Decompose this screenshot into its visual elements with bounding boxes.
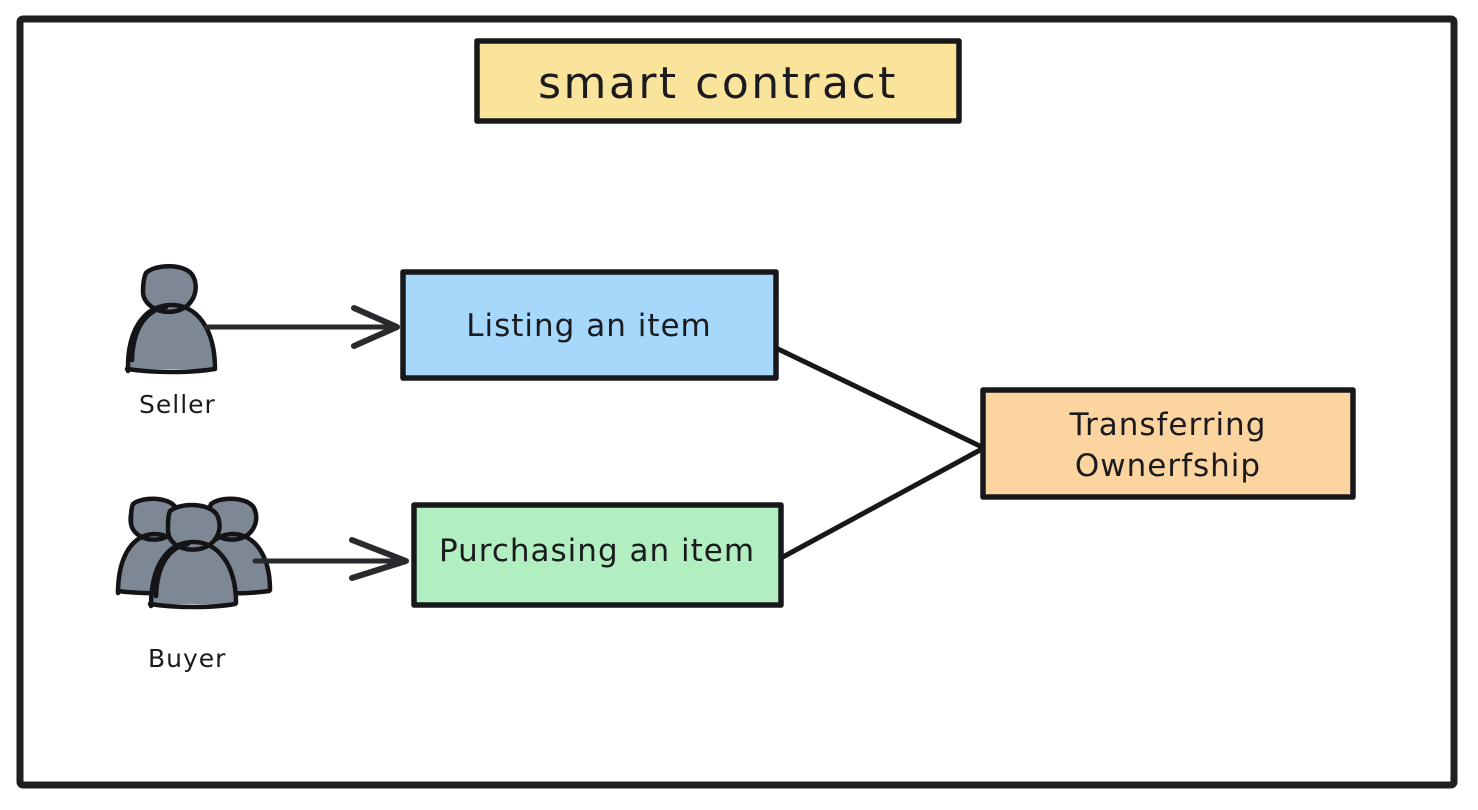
node-purchasing-an-item[interactable]: Purchasing an item bbox=[411, 502, 784, 608]
edge-purchasing-to-transferring bbox=[778, 446, 985, 561]
people-group-icon bbox=[115, 496, 273, 610]
listing-box-shape bbox=[400, 269, 779, 381]
title-box-shape bbox=[474, 38, 962, 124]
transferring-box-label-line2: Ownerfship bbox=[1075, 448, 1261, 484]
single-person-icon bbox=[124, 264, 218, 375]
actor-buyer[interactable]: Buyer bbox=[115, 496, 273, 673]
transferring-box-shape bbox=[980, 387, 1356, 500]
title-label: smart contract bbox=[538, 58, 898, 109]
purchasing-box-label: Purchasing an item bbox=[439, 533, 755, 569]
diagram-frame bbox=[16, 15, 1458, 789]
edge-seller-to-listing bbox=[204, 305, 400, 349]
node-listing-an-item[interactable]: Listing an item bbox=[400, 269, 779, 381]
purchasing-box-shape bbox=[411, 502, 784, 608]
actor-label-seller: Seller bbox=[139, 390, 216, 419]
edge-buyer-to-purchasing bbox=[252, 537, 409, 581]
actor-seller[interactable]: Seller bbox=[124, 264, 218, 419]
node-smart-contract[interactable]: smart contract bbox=[474, 38, 962, 124]
actor-label-buyer: Buyer bbox=[148, 644, 226, 673]
node-transferring-ownership[interactable]: Transferring Ownerfship bbox=[980, 387, 1356, 500]
listing-box-label: Listing an item bbox=[466, 308, 712, 344]
transferring-box-label-line1: Transferring bbox=[1069, 407, 1267, 443]
edge-listing-to-transferring bbox=[775, 346, 985, 450]
